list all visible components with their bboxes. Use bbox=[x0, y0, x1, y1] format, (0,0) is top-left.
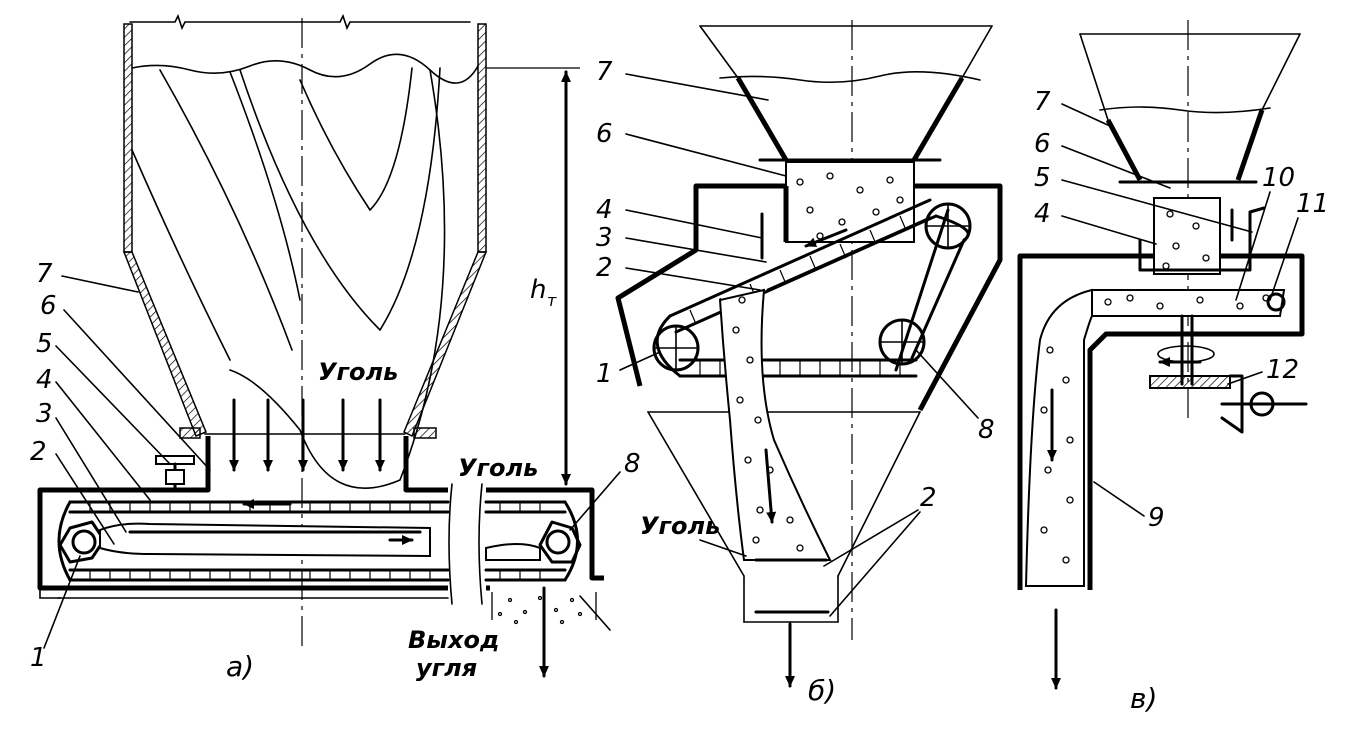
coal-label-right: Уголь bbox=[458, 454, 538, 482]
inclined-conveyor bbox=[652, 198, 972, 378]
panel-b-inclined-feeder: Уголь б) 7 6 4 3 2 1 8 2 bbox=[596, 20, 1003, 707]
label-c-9: 9 bbox=[1148, 503, 1165, 533]
outlet-label-line2: угля bbox=[416, 654, 477, 682]
gate-valve bbox=[155, 455, 195, 490]
coal-flow-arrows bbox=[229, 398, 385, 472]
height-symbol: h bbox=[530, 275, 546, 305]
coal-label-top: Уголь bbox=[318, 358, 398, 386]
height-dimension: h т bbox=[486, 67, 580, 486]
label-a-2: 2 bbox=[30, 437, 47, 467]
falling-coal-stream bbox=[718, 288, 832, 688]
bunker-cone-left bbox=[122, 251, 207, 437]
label-c-10: 10 bbox=[1262, 163, 1295, 193]
panel-b-caption: б) bbox=[808, 674, 836, 707]
feeder-housing-c bbox=[1017, 253, 1154, 590]
coal-outlet bbox=[491, 586, 597, 678]
label-b-8: 8 bbox=[978, 415, 995, 445]
label-a-3: 3 bbox=[36, 399, 53, 429]
feeder-housing bbox=[37, 436, 448, 591]
label-c-12: 12 bbox=[1266, 355, 1299, 385]
panel-b-callouts: 7 6 4 3 2 1 8 2 bbox=[596, 57, 995, 617]
chain-conveyor bbox=[57, 499, 582, 582]
label-b-7: 7 bbox=[596, 57, 613, 87]
label-a-4: 4 bbox=[36, 365, 53, 395]
coal-label-b: Уголь bbox=[640, 512, 720, 540]
label-b-4: 4 bbox=[596, 195, 613, 225]
label-c-7: 7 bbox=[1034, 87, 1051, 117]
label-b-3: 3 bbox=[596, 223, 613, 253]
label-b-2: 2 bbox=[596, 253, 613, 283]
label-a-5: 5 bbox=[36, 329, 53, 359]
label-c-5: 5 bbox=[1034, 163, 1051, 193]
label-b-1: 1 bbox=[596, 359, 613, 389]
label-a-6: 6 bbox=[40, 291, 57, 321]
label-c-11: 11 bbox=[1296, 189, 1329, 219]
bunker-wall-left bbox=[123, 23, 133, 253]
panel-a-caption: а) bbox=[226, 650, 254, 683]
label-a-1: 1 bbox=[30, 643, 47, 673]
panel-c-caption: в) bbox=[1130, 682, 1157, 715]
panel-c-callouts: 7 6 5 4 10 11 12 9 bbox=[1034, 87, 1329, 533]
label-b-6: 6 bbox=[596, 119, 613, 149]
outlet-label-line1: Выход bbox=[408, 626, 499, 654]
label-a-7: 7 bbox=[36, 259, 53, 289]
label-b-2-lower: 2 bbox=[920, 483, 937, 513]
panel-a-callouts: 7 6 5 4 3 2 1 8 bbox=[30, 259, 641, 673]
label-a-8: 8 bbox=[624, 449, 641, 479]
label-c-6: 6 bbox=[1034, 129, 1051, 159]
label-c-4: 4 bbox=[1034, 199, 1051, 229]
panel-a-chain-feeder: h т Уголь Уголь Выход угля а) 7 6 5 4 3 … bbox=[30, 13, 641, 683]
panel-c-disk-feeder: в) 7 6 5 4 10 11 12 9 bbox=[1017, 20, 1329, 715]
height-subscript: т bbox=[547, 291, 557, 310]
bunker-cone-right bbox=[403, 251, 488, 438]
bunker-wall-right bbox=[477, 23, 487, 253]
